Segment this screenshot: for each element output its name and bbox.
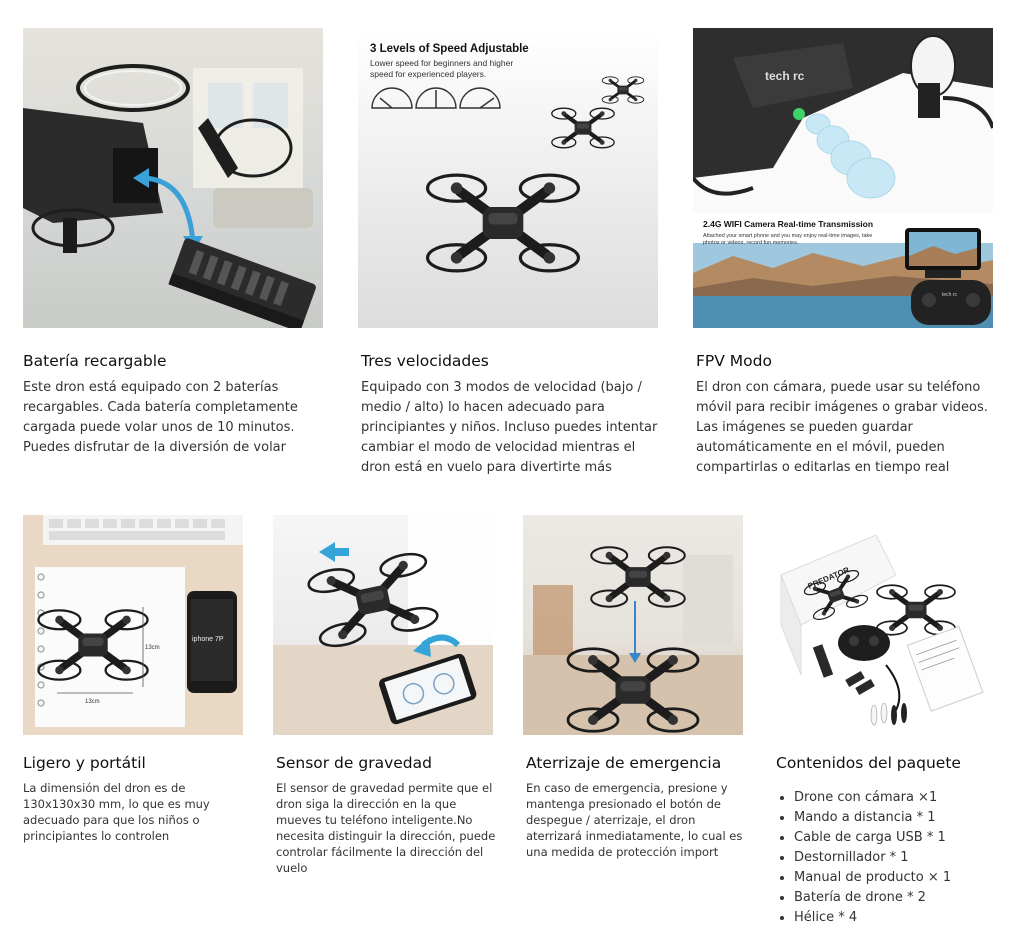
feature-description: Este dron está equipado con 2 baterías r… [23,380,298,455]
package-image: PREDATOR [776,515,996,735]
list-item: Drone con cámara ×1 [794,788,1019,808]
fpv-image-heading: 2.4G WIFI Camera Real-time Transmission [703,219,873,229]
feature-battery: Batería recargable Este dron está equipa… [23,28,323,468]
gravity-image [273,515,493,735]
list-item: Cable de carga USB * 1 [794,828,1019,848]
feature-description: El sensor de gravedad permite que el dro… [276,781,496,875]
feature-description: En caso de emergencia, presione y manten… [526,781,743,859]
package-illustration: PREDATOR [780,534,984,726]
speeds-image-sub: speed for experienced players. [370,69,486,79]
feature-fpv: tech rc 2.4G WIFI Camera Real-time Trans… [693,28,998,478]
battery-illustration [23,64,316,328]
svg-text:tech rc: tech rc [942,292,958,298]
list-item: Batería de drone * 2 [794,888,1019,908]
feature-description: El dron con cámara, puede usar su teléfo… [696,380,988,475]
list-item: Hélice * 4 [794,908,1019,928]
feature-title: Batería recargable [23,352,167,370]
feature-title: FPV Modo [696,352,772,370]
feature-package: PREDATOR C [776,515,1006,935]
fpv-image-sub: Attached your smart phone and you may en… [703,233,872,239]
feature-gravity: Sensor de gravedad El sensor de gravedad… [273,515,503,875]
fpv-brand: tech rc [765,69,805,83]
portable-illustration: 13cm 13cm iphone 7P [23,515,243,727]
feature-description: La dimensión del dron es de 130x130x30 m… [23,781,210,843]
list-item: Mando a distancia * 1 [794,808,1019,828]
feature-title: Ligero y portátil [23,754,146,772]
width-label: 13cm [85,699,100,705]
speeds-illustration: 3 Levels of Speed Adjustable Lower speed… [370,43,646,328]
feature-title: Aterrizaje de emergencia [526,754,722,772]
feature-title: Tres velocidades [361,352,489,370]
list-item: Manual de producto × 1 [794,868,1019,888]
fpv-illustration: tech rc 2.4G WIFI Camera Real-time Trans… [693,28,993,328]
emergency-illustration [523,515,743,735]
battery-image [23,28,323,328]
height-label: 13cm [145,645,160,651]
feature-description: Equipado con 3 modos de velocidad (bajo … [361,380,658,475]
gravity-illustration [273,515,493,735]
list-item: Destornillador * 1 [794,848,1019,868]
speeds-image: 3 Levels of Speed Adjustable Lower speed… [358,28,658,328]
fpv-image-sub: photos or videos, record fun memories. [703,240,799,246]
phone-label: iphone 7P [192,636,224,643]
speeds-image-sub: Lower speed for beginners and higher [370,58,513,68]
feature-title: Sensor de gravedad [276,754,432,772]
speeds-image-heading: 3 Levels of Speed Adjustable [370,43,529,55]
portable-image: 13cm 13cm iphone 7P [23,515,243,735]
feature-speeds: 3 Levels of Speed Adjustable Lower speed… [358,28,663,478]
feature-portable: 13cm 13cm iphone 7P Ligero y portátil La… [23,515,253,855]
feature-title: Contenidos del paquete [776,754,961,772]
emergency-image [523,515,743,735]
package-list: Drone con cámara ×1 Mando a distancia * … [776,788,1019,928]
fpv-image: tech rc 2.4G WIFI Camera Real-time Trans… [693,28,993,328]
feature-emergency: Aterrizaje de emergencia En caso de emer… [523,515,758,865]
